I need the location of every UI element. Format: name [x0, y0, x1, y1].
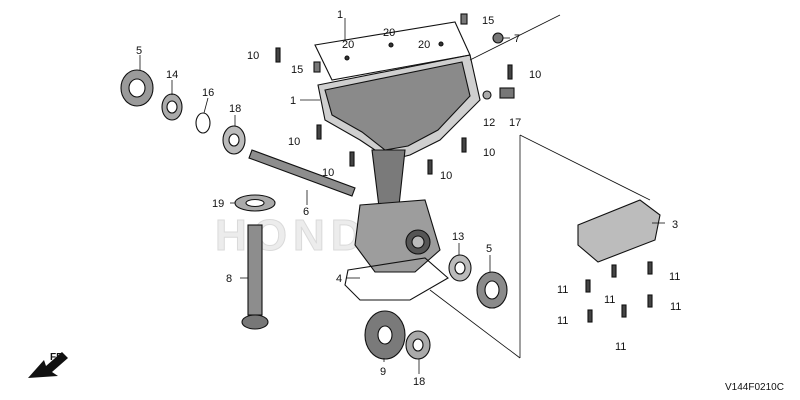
bearing-19-bore [245, 198, 265, 208]
reference-lines [429, 14, 651, 359]
front-direction-arrow: FR. [28, 352, 68, 378]
callout-8: 8 [226, 273, 232, 285]
callout-11-c: 11 [604, 294, 615, 306]
callout-11-e: 11 [557, 315, 568, 327]
callout-6: 6 [303, 206, 309, 218]
callout-17: 17 [509, 117, 521, 129]
washer-12 [482, 90, 492, 100]
callout-18-bottom: 18 [413, 376, 425, 388]
plug-17 [499, 87, 515, 99]
callout-2: 1 [337, 9, 343, 21]
breather-7 [492, 32, 504, 44]
callout-1: 1 [290, 95, 296, 107]
oil-seal-5-left-bore [128, 78, 146, 98]
callout-20-b: 20 [383, 27, 395, 39]
drawing-code: V144F0210C [725, 382, 784, 393]
callout-10-b: 10 [529, 69, 541, 81]
callout-11-f: 11 [615, 341, 626, 353]
front-label: FR. [50, 352, 66, 363]
callout-13: 13 [452, 231, 464, 243]
bearing-18-bottom-bore [412, 338, 424, 352]
bolts-11 [585, 261, 653, 323]
callout-12: 12 [483, 117, 495, 129]
callouts: 1 1 4 3 5 14 16 18 6 19 8 9 18 13 5 10 1… [136, 9, 681, 388]
gear-case-housing [317, 54, 481, 273]
callout-11-d: 11 [670, 301, 681, 313]
callout-15-top: 15 [482, 15, 494, 27]
callout-10-c: 10 [288, 136, 300, 148]
bearing-13-bore [454, 261, 466, 275]
callout-11-a: 11 [669, 271, 680, 283]
gasket-top [314, 21, 471, 81]
shaft-8 [247, 224, 263, 316]
shaft-6 [248, 149, 356, 197]
callout-10-d: 10 [322, 167, 334, 179]
gear-9-bore [377, 325, 393, 345]
callout-5-left: 5 [136, 45, 142, 57]
pin-15-top [460, 13, 468, 25]
shaft-8-gear [241, 314, 269, 330]
callout-5-right: 5 [486, 243, 492, 255]
callout-14: 14 [166, 69, 178, 81]
callout-4: 4 [336, 273, 342, 285]
callout-16: 16 [202, 87, 214, 99]
dowel-20c [438, 41, 444, 47]
dowel-20b [388, 42, 394, 48]
circlip-16 [195, 112, 211, 134]
gasket-bottom [344, 257, 449, 301]
callout-10-f: 10 [440, 170, 452, 182]
bearing-18-top-bore [228, 133, 240, 147]
cover-3 [577, 199, 661, 263]
callout-20-c: 20 [418, 39, 430, 51]
callout-9: 9 [380, 366, 386, 378]
leader-lines [139, 18, 665, 374]
oil-seal-5-right-bore [484, 280, 500, 300]
callout-10-a: 10 [247, 50, 259, 62]
callout-10-e: 10 [483, 147, 495, 159]
pin-15-left [313, 61, 321, 73]
bolts-10 [275, 47, 513, 175]
dowel-20a [344, 55, 350, 61]
callout-18-top: 18 [229, 103, 241, 115]
callout-20-a: 20 [342, 39, 354, 51]
callout-19: 19 [212, 198, 224, 210]
callout-11-b: 11 [557, 284, 568, 296]
callout-3: 3 [672, 219, 678, 231]
bearing-14-bore [166, 100, 178, 114]
callout-15-left: 15 [291, 64, 303, 76]
callout-7: 7 [514, 33, 520, 45]
